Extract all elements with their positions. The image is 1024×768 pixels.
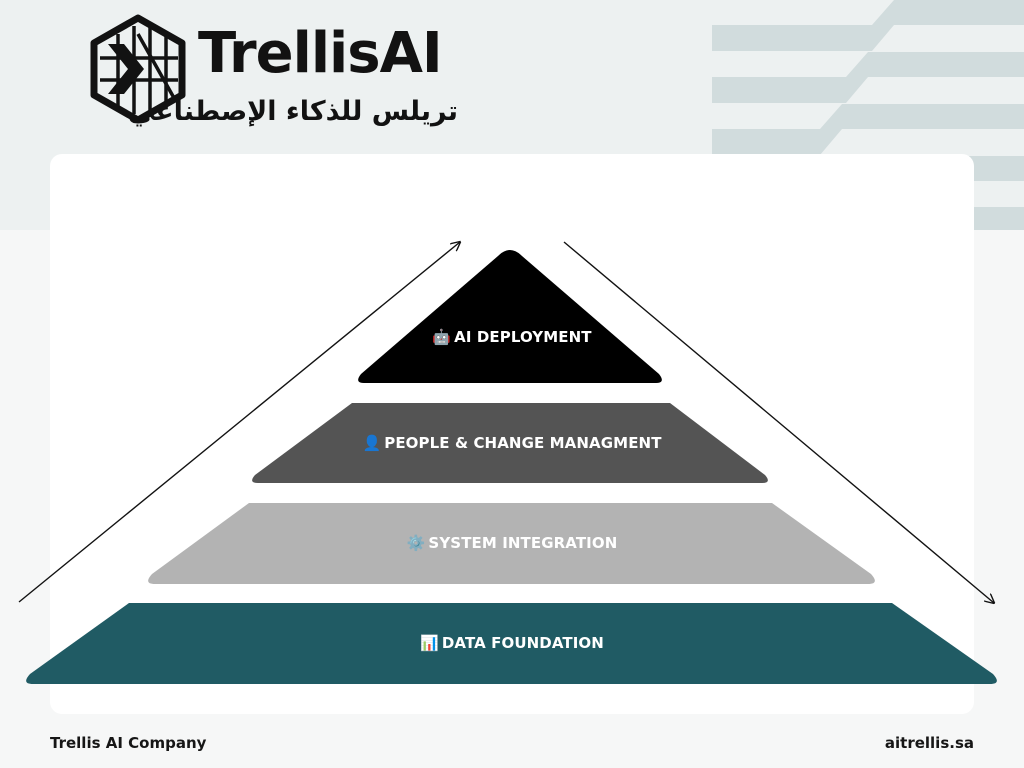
brand-title: TrellisAI — [198, 21, 443, 86]
growth-arrow-down — [563, 241, 994, 603]
gear-icon: ⚙️ — [406, 534, 426, 552]
tier-label-ai-deployment: AI DEPLOYMENT — [454, 328, 592, 346]
tier-label-people-change: PEOPLE & CHANGE MANAGMENT — [384, 434, 662, 452]
tier-shape-ai-deployment — [358, 250, 662, 383]
stripe — [712, 0, 1024, 51]
tier-shape-people-change — [252, 403, 768, 483]
tier-data-foundation: 📊DATA FOUNDATION — [0, 633, 1024, 653]
tier-ai-deployment: 🤖AI DEPLOYMENT — [0, 327, 1024, 347]
tier-shape-system-integration — [148, 503, 875, 584]
trellis-logo-icon — [90, 14, 186, 124]
bar-chart-icon: 📊 — [420, 634, 439, 652]
robot-icon: 🤖 — [432, 328, 452, 346]
tier-people-change: 👤PEOPLE & CHANGE MANAGMENT — [0, 433, 1024, 453]
tier-shape-data-foundation — [26, 603, 997, 684]
footer-website[interactable]: aitrellis.sa — [884, 734, 974, 752]
tier-label-system-integration: SYSTEM INTEGRATION — [428, 534, 618, 552]
footer-company: Trellis AI Company — [50, 734, 207, 752]
tier-system-integration: ⚙️SYSTEM INTEGRATION — [0, 533, 1024, 553]
brand-logo: TrellisAI تريلس للذكاء الإصطناعي — [88, 12, 468, 136]
growth-arrow-up — [18, 242, 460, 603]
brand-arabic-name: تريلس للذكاء الإصطناعي — [127, 96, 458, 127]
stripe — [712, 52, 1024, 103]
stripe — [712, 104, 1024, 155]
tier-label-data-foundation: DATA FOUNDATION — [441, 634, 604, 652]
person-icon: 👤 — [362, 434, 382, 452]
